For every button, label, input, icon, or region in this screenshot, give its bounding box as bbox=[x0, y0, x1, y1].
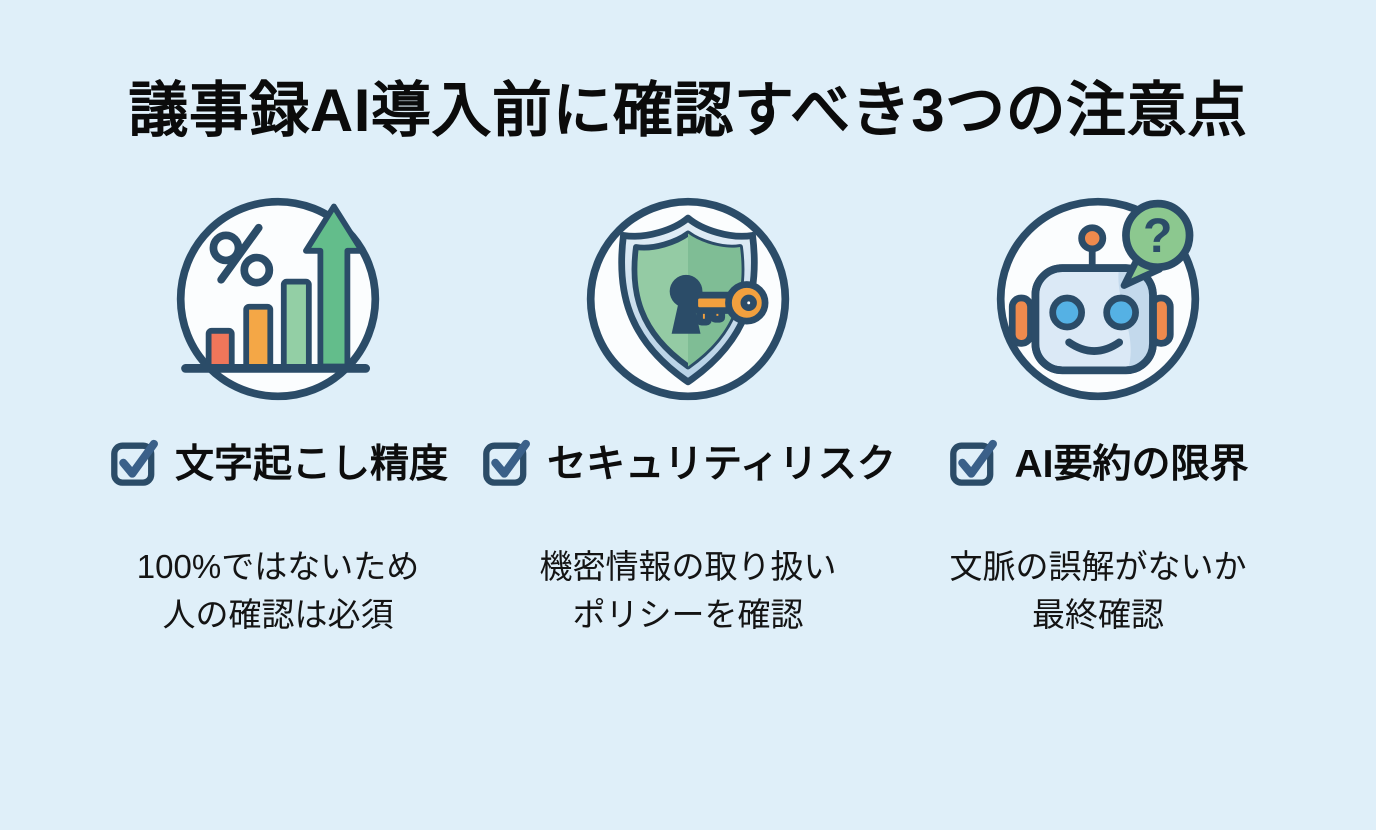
checkbox-checked-icon bbox=[108, 434, 162, 488]
description-line-1: 100%ではないため bbox=[136, 548, 420, 586]
heading-label: AI要約の限界 bbox=[1014, 443, 1249, 486]
page-title: 議事録AI導入前に確認すべき3つの注意点 bbox=[128, 77, 1248, 144]
checkbox-checked-icon bbox=[947, 434, 1001, 488]
description-security-risk: 機密情報の取り扱い ポリシーを確認 bbox=[540, 543, 837, 639]
description-line-2: 人の確認は必須 bbox=[162, 596, 394, 634]
robot-question-icon: ? bbox=[992, 193, 1204, 405]
heading-ai-summary-limits: AI要約の限界 bbox=[947, 433, 1249, 489]
bar-chart-growth-icon bbox=[172, 193, 384, 405]
column-transcription-accuracy: 文字起こし精度 100%ではないため 人の確認は必須 bbox=[73, 193, 483, 639]
svg-text:?: ? bbox=[1143, 209, 1172, 263]
heading-transcription-accuracy: 文字起こし精度 bbox=[108, 433, 448, 489]
heading-label: 文字起こし精度 bbox=[174, 443, 448, 486]
description-line-1: 文脈の誤解がないか bbox=[949, 548, 1247, 586]
column-security-risk: セキュリティリスク 機密情報の取り扱い ポリシーを確認 bbox=[480, 193, 896, 639]
infographic-page: 議事録AI導入前に確認すべき3つの注意点 bbox=[0, 62, 1376, 830]
shield-key-icon bbox=[582, 193, 794, 405]
heading-label: セキュリティリスク bbox=[547, 443, 896, 486]
description-line-1: 機密情報の取り扱い bbox=[539, 548, 837, 586]
description-line-2: 最終確認 bbox=[1032, 596, 1164, 634]
description-transcription-accuracy: 100%ではないため 人の確認は必須 bbox=[137, 543, 419, 639]
description-ai-summary-limits: 文脈の誤解がないか 最終確認 bbox=[950, 543, 1247, 639]
column-ai-summary-limits: ? AI要約の限界 文脈の誤解がないか 最終確認 bbox=[893, 193, 1303, 639]
heading-security-risk: セキュリティリスク bbox=[480, 433, 896, 489]
checkbox-checked-icon bbox=[480, 434, 534, 488]
columns-row: 文字起こし精度 100%ではないため 人の確認は必須 bbox=[0, 193, 1376, 639]
description-line-2: ポリシーを確認 bbox=[572, 596, 804, 634]
